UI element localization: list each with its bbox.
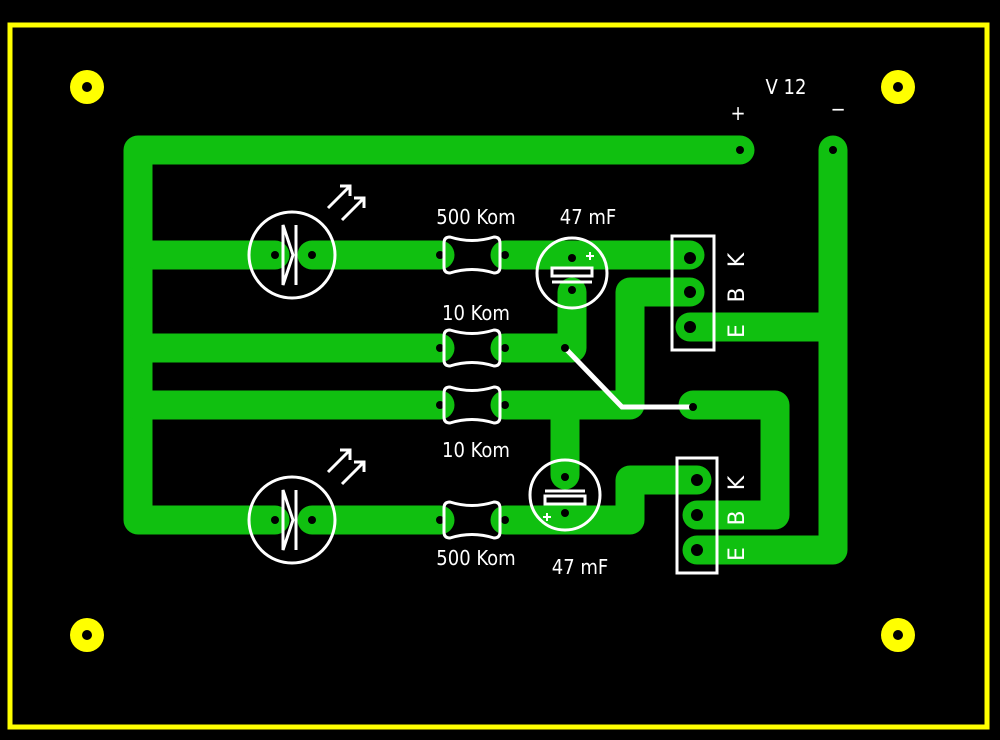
mounting-hole: [881, 70, 915, 104]
photodiode-1: [247, 184, 366, 300]
photodiode-outline: [247, 475, 337, 565]
board-outline: [7, 22, 990, 730]
trace-jumper-b2: [678, 390, 790, 530]
transistor-1-pin-k: K: [725, 252, 750, 267]
plus-label: +: [730, 101, 745, 125]
mounting-holes: [70, 70, 915, 652]
transistor-1-outline: [670, 234, 716, 352]
resistor-1: [442, 235, 502, 275]
minus-label: −: [830, 97, 845, 121]
mounting-hole: [70, 618, 104, 652]
resistor-3-label: 10 Kom: [442, 438, 510, 462]
trace-minus-rail: [682, 135, 848, 565]
power-label: V 12: [766, 75, 807, 99]
photodiode-2: [247, 448, 366, 565]
resistor-4: [442, 500, 502, 540]
capacitor-1: [535, 236, 609, 310]
transistor-1-pin-e: E: [725, 324, 750, 338]
plus-marker-icon: [543, 513, 551, 521]
resistor-bodies: [442, 235, 502, 540]
resistor-2: [442, 328, 502, 368]
transistor-2-pin-k: K: [725, 475, 750, 490]
transistor-2-pin-b: B: [725, 510, 750, 525]
copper-traces: [123, 135, 848, 565]
mounting-hole: [881, 618, 915, 652]
jumper-wire: [563, 346, 693, 410]
capacitor-1-label: 47 mF: [560, 205, 616, 229]
plus-marker-icon: [586, 252, 594, 260]
capacitor-2: [528, 458, 602, 532]
trace-row4-cap2-k2: [490, 465, 712, 535]
capacitor-2-label: 47 mF: [552, 555, 608, 579]
resistor-1-label: 500 Kom: [436, 205, 515, 229]
diode-symbol-icon: [281, 224, 295, 286]
mounting-hole: [70, 70, 104, 104]
transistor-2-pin-e: E: [725, 547, 750, 561]
trace-row2-cap1: [490, 277, 587, 363]
resistor-3: [442, 385, 502, 425]
resistor-2-label: 10 Kom: [442, 301, 510, 325]
transistor-2-outline: [675, 456, 719, 575]
light-arrows-icon: [326, 184, 366, 222]
transistor-1-pin-b: B: [725, 287, 750, 302]
diode-symbol-icon: [281, 489, 295, 551]
resistor-4-label: 500 Kom: [436, 546, 515, 570]
drill-holes: [271, 146, 837, 556]
photodiode-outline: [247, 210, 337, 300]
light-arrows-icon: [326, 448, 366, 486]
